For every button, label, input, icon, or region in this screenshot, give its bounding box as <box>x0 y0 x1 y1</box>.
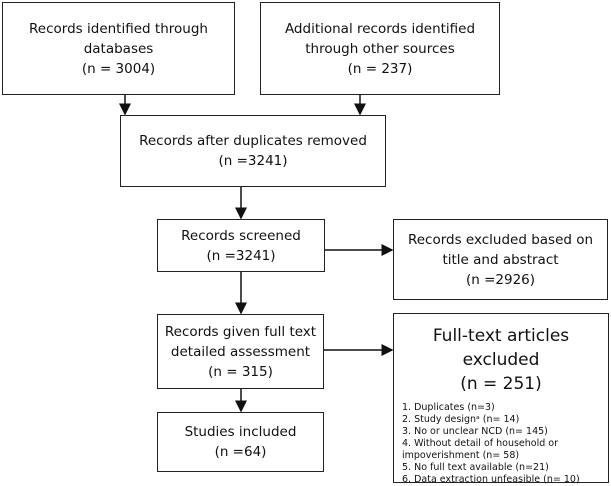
label: Records screened <box>181 227 301 244</box>
box-databases: Records identified through databases (n … <box>2 2 235 95</box>
reason-item: 5. No full text available (n=21) <box>402 462 549 473</box>
count: (n =2926) <box>465 271 536 288</box>
reason-item: 3. No or unclear NCD (n= 145) <box>402 426 548 437</box>
exclusion-reasons: 1. Duplicates (n=3) 2. Study designᵃ (n=… <box>394 402 608 486</box>
reason-item: 6. Data extraction unfeasible (n= 10) <box>402 474 580 485</box>
count: (n = 315) <box>208 363 273 380</box>
label: databases <box>83 40 154 57</box>
count: (n = 3004) <box>81 60 156 77</box>
label: Records excluded based on <box>407 231 594 248</box>
count: (n = 251) <box>460 374 542 394</box>
box-screened: Records screened (n =3241) <box>157 219 325 272</box>
label: Records given full text <box>164 323 317 340</box>
box-full-text: Records given full text detailed assessm… <box>157 314 324 389</box>
label: title and abstract <box>442 251 559 268</box>
label: Studies included <box>184 424 297 440</box>
reason-item: 4. Without detail of household or impove… <box>402 438 559 461</box>
count: (n = 237) <box>347 60 413 77</box>
count: (n =3241) <box>206 247 276 264</box>
label: through other sources <box>305 40 455 57</box>
box-other-sources: Additional records identified through ot… <box>260 2 500 95</box>
count: (n =64) <box>214 444 267 460</box>
count: (n =3241) <box>218 153 288 169</box>
box-full-text-excluded: Full-text articles excluded (n = 251) 1.… <box>393 313 609 486</box>
label: Records after duplicates removed <box>139 133 367 149</box>
title: Full-text articles excluded <box>432 326 570 370</box>
label: Records identified through <box>29 20 208 37</box>
box-duplicates-removed: Records after duplicates removed (n =324… <box>120 115 386 187</box>
reason-item: 2. Study designᵃ (n= 14) <box>402 414 520 425</box>
box-excluded-title-abstract: Records excluded based on title and abst… <box>393 219 608 300</box>
label: detailed assessment <box>170 343 311 360</box>
box-included: Studies included (n =64) <box>157 412 324 472</box>
reason-item: 1. Duplicates (n=3) <box>402 402 495 413</box>
label: Additional records identified <box>284 20 476 37</box>
